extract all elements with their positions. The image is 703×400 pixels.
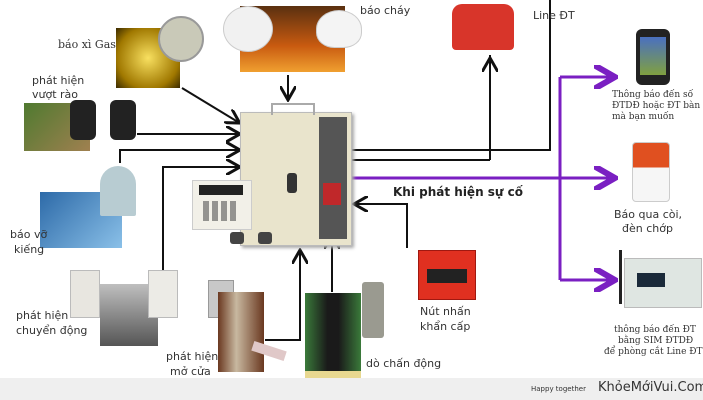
footer-brand[interactable]: KhỏeMớiVui.Com (598, 380, 703, 395)
label-glass-1: báo vỡ (10, 228, 48, 241)
wire-glass (119, 150, 238, 163)
footer-bar: Happy together KhỏeMớiVui.Com (0, 378, 703, 400)
footer-tagline: Happy together (531, 385, 586, 393)
label-phone-line: Line ĐT (533, 9, 575, 22)
label-fence-2: vượt rào (32, 88, 79, 101)
label-panic-1: Nút nhấn (420, 305, 471, 318)
gas-sensor-icon (158, 16, 204, 62)
label-fence-1: phát hiện (32, 74, 85, 87)
wire-phone (352, 0, 551, 151)
label-mobile-1: Thông báo đến số (612, 90, 694, 100)
remote-icon (258, 232, 272, 244)
panel-handle (271, 103, 315, 115)
wire-panic (356, 204, 408, 248)
key-icon (287, 173, 297, 193)
event-label: Khi phát hiện sự cố (393, 185, 524, 199)
control-panel-box (240, 103, 352, 246)
landline-phone-icon (452, 4, 514, 50)
wire-gas (181, 87, 238, 122)
panic-button-window (427, 269, 467, 283)
wire-motion (162, 167, 238, 270)
beam-sensor-icon (110, 100, 136, 140)
label-sim-1: thông báo đến ĐT (614, 325, 696, 335)
label-siren-2: đèn chớp (622, 222, 673, 235)
heat-detector-icon (316, 10, 362, 48)
label-sim-3: để phòng cắt Line ĐT (604, 347, 703, 357)
label-motion-1: phát hiện (16, 309, 69, 322)
gsm-dialer-icon (624, 258, 702, 308)
label-door-2: mở cửa (170, 365, 211, 378)
beam-sensor-icon (70, 100, 96, 140)
label-mobile-2: ĐTDĐ hoặc ĐT bàn (612, 101, 701, 111)
label-sim-2: bằng SIM ĐTDĐ (618, 336, 694, 346)
mobile-screen (640, 37, 666, 75)
remote-icon (230, 232, 244, 244)
label-panic-2: khẩn cấp (420, 320, 471, 333)
glass-sensor-icon (100, 166, 136, 216)
label-gas: báo xì Gas (58, 38, 116, 51)
label-siren-1: Báo qua còi, (614, 208, 683, 221)
label-fire: báo cháy (360, 4, 411, 17)
panic-button-icon (418, 250, 476, 300)
label-mobile-3: mà bạn muốn (612, 112, 675, 122)
panel-interior (319, 117, 347, 239)
smoke-detector-icon (223, 6, 273, 52)
keypad-display (199, 185, 243, 195)
keypad-buttons (203, 201, 239, 221)
label-glass-2: kiếng (14, 243, 45, 256)
vibration-window-image (305, 293, 361, 385)
label-motion-2: chuyển động (16, 324, 88, 337)
keypad (192, 180, 252, 230)
gsm-dialer-display (637, 273, 665, 287)
door-image (218, 292, 264, 372)
motion-sensor-icon (70, 270, 100, 318)
vibration-sensor-icon (362, 282, 384, 338)
label-door-1: phát hiện (166, 350, 219, 363)
siren-icon (632, 142, 670, 202)
wire-door (265, 252, 300, 341)
gsm-antenna-icon (619, 250, 622, 304)
mobile-phone-icon (636, 29, 670, 85)
motion-sensor-icon (148, 270, 178, 318)
label-vibration: dò chấn động (366, 357, 442, 370)
panel-battery (323, 183, 341, 205)
